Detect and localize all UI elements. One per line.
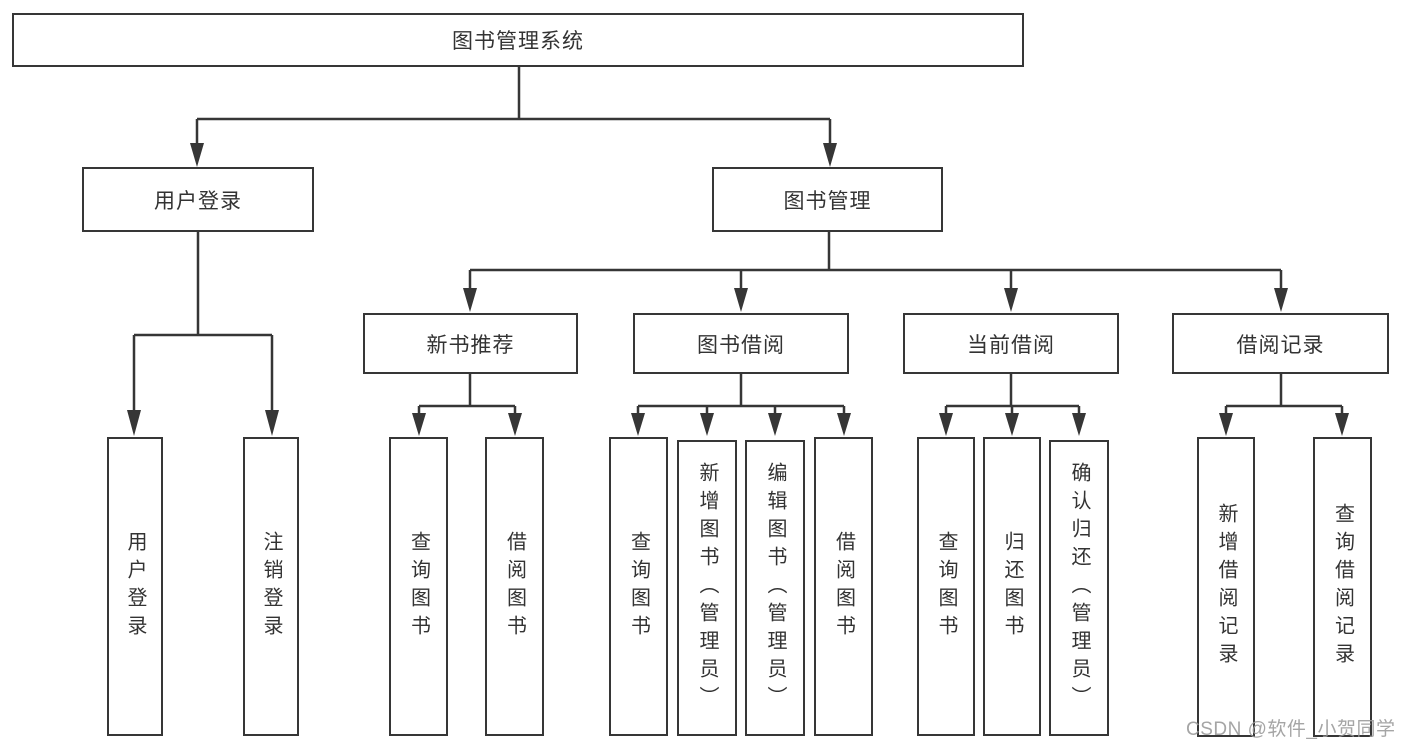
leaf-search-books-current: 查询图书 bbox=[917, 437, 975, 736]
node-new-book-recommend-label: 新书推荐 bbox=[426, 333, 515, 357]
leaf-confirm-return-admin: 确认归还（管理员） bbox=[1049, 440, 1109, 736]
node-borrow-records: 借阅记录 bbox=[1172, 313, 1389, 374]
leaf-add-books-admin: 新增图书（管理员） bbox=[677, 440, 737, 736]
leaf-return-books-label: 归还图书 bbox=[1001, 530, 1023, 643]
leaf-logout-login-label: 注销登录 bbox=[260, 530, 282, 643]
leaf-add-books-admin-label: 新增图书（管理员） bbox=[696, 462, 718, 714]
node-book-management: 图书管理 bbox=[712, 167, 943, 232]
watermark: CSDN @软件_小贺同学 bbox=[1186, 719, 1396, 740]
leaf-borrow-books-recommend: 借阅图书 bbox=[485, 437, 544, 736]
node-user-login: 用户登录 bbox=[82, 167, 314, 232]
node-library-system-label: 图书管理系统 bbox=[452, 30, 584, 53]
node-book-borrow: 图书借阅 bbox=[633, 313, 849, 374]
node-library-system: 图书管理系统 bbox=[12, 13, 1024, 67]
node-current-borrow-label: 当前借阅 bbox=[967, 333, 1055, 357]
arrowheads bbox=[127, 143, 1349, 436]
leaf-borrow-books-borrow: 借阅图书 bbox=[814, 437, 873, 736]
node-current-borrow: 当前借阅 bbox=[903, 313, 1119, 374]
node-book-borrow-label: 图书借阅 bbox=[697, 333, 785, 357]
node-book-management-label: 图书管理 bbox=[783, 189, 872, 213]
leaf-return-books: 归还图书 bbox=[983, 437, 1041, 736]
leaf-confirm-return-admin-label: 确认归还（管理员） bbox=[1068, 462, 1090, 714]
leaf-borrow-books-recommend-label: 借阅图书 bbox=[503, 530, 526, 643]
node-borrow-records-label: 借阅记录 bbox=[1236, 333, 1325, 357]
leaf-user-login: 用户登录 bbox=[107, 437, 163, 736]
leaf-search-books-recommend-label: 查询图书 bbox=[407, 530, 430, 643]
leaf-search-books-borrow: 查询图书 bbox=[609, 437, 668, 736]
node-user-login-label: 用户登录 bbox=[154, 189, 242, 213]
leaf-logout-login: 注销登录 bbox=[243, 437, 299, 736]
leaf-borrow-books-borrow-label: 借阅图书 bbox=[832, 530, 855, 643]
connector-lines bbox=[132, 67, 1344, 416]
leaf-edit-books-admin-label: 编辑图书（管理员） bbox=[764, 462, 786, 714]
leaf-edit-books-admin: 编辑图书（管理员） bbox=[745, 440, 805, 736]
leaf-add-borrow-record: 新增借阅记录 bbox=[1197, 437, 1255, 737]
leaf-search-books-current-label: 查询图书 bbox=[935, 530, 957, 643]
leaf-search-books-borrow-label: 查询图书 bbox=[627, 530, 650, 643]
leaf-add-borrow-record-label: 新增借阅记录 bbox=[1215, 503, 1237, 671]
leaf-search-books-recommend: 查询图书 bbox=[389, 437, 448, 736]
node-new-book-recommend: 新书推荐 bbox=[363, 313, 578, 374]
leaf-user-login-label: 用户登录 bbox=[124, 530, 146, 643]
leaf-search-borrow-record: 查询借阅记录 bbox=[1313, 437, 1372, 737]
leaf-search-borrow-record-label: 查询借阅记录 bbox=[1331, 503, 1354, 671]
